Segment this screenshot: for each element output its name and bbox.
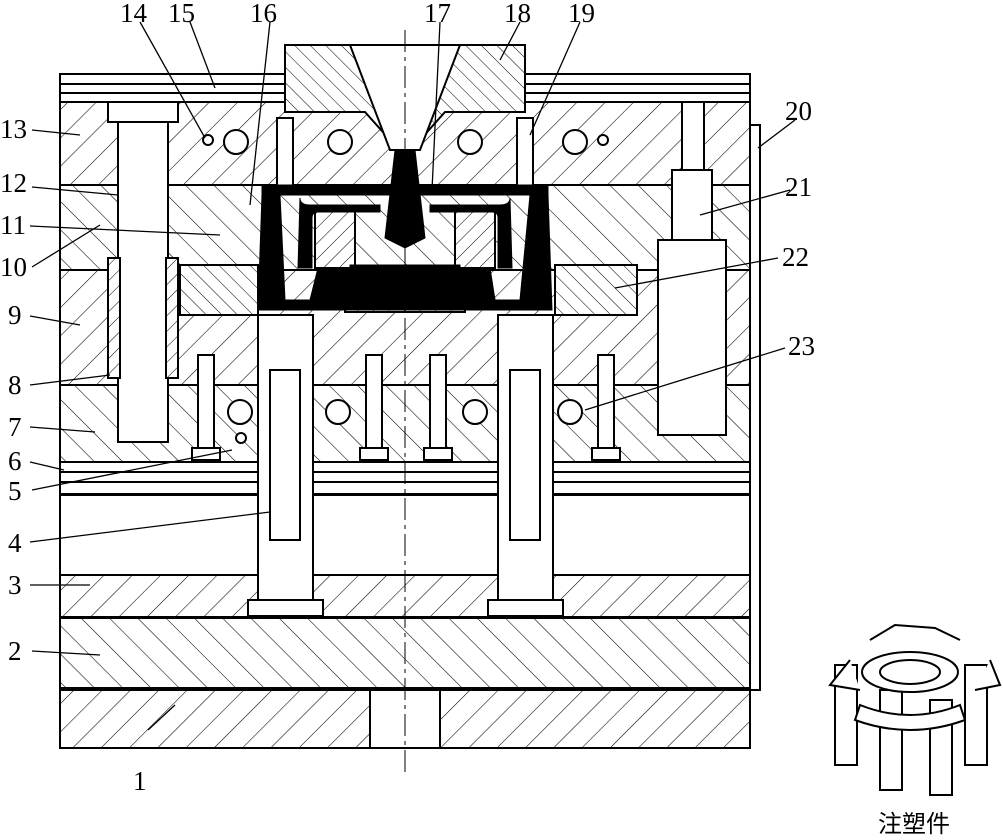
cooling-hole [462,399,488,425]
callout-3: 3 [8,570,22,600]
cooling-hole [227,399,253,425]
callout-11: 11 [0,210,26,240]
callout-6: 6 [8,446,22,476]
slide-block-right [554,264,638,316]
screw [276,117,294,189]
callout-23: 23 [788,331,815,361]
callout-1: 1 [133,766,147,796]
callout-12: 12 [0,168,27,198]
cooling-hole [223,129,249,155]
screw [429,354,447,451]
callout-22: 22 [782,242,809,272]
callout-13: 13 [0,114,27,144]
guide-bush-8 [107,257,121,379]
sprue-cone [348,44,462,151]
callout-15: 15 [168,0,195,28]
cooling-hole [325,399,351,425]
cavity-insert-right [454,207,496,269]
callout-20: 20 [785,96,812,126]
cooling-hole [327,129,353,155]
screw [197,354,215,451]
callout-5: 5 [8,476,22,506]
callout-16: 16 [250,0,277,28]
slide-block-left [179,264,259,316]
screw [365,354,383,451]
cooling-hole [457,129,483,155]
callout-4: 4 [8,528,22,558]
callout-2: 2 [8,636,22,666]
cooling-hole [562,129,588,155]
molded-part-sketch [828,623,1002,796]
callout-17: 17 [424,0,451,28]
side-strap-20 [749,124,761,691]
screw [597,354,615,451]
callout-labels: 1 2 3 4 5 6 7 8 9 10 11 12 13 14 15 16 1… [0,0,815,796]
callout-8: 8 [8,370,22,400]
callout-10: 10 [0,252,27,282]
callout-7: 7 [8,412,22,442]
callout-19: 19 [568,0,595,28]
screw [516,117,534,189]
cavity-insert-left [314,207,356,269]
callout-18: 18 [504,0,531,28]
cooling-hole [557,399,583,425]
callout-14: 14 [120,0,148,28]
callout-21: 21 [785,172,812,202]
leader-lines [29,21,796,731]
guide-pillar-12 [117,111,169,443]
callout-9: 9 [8,300,22,330]
part-caption: 注塑件 [878,810,950,838]
